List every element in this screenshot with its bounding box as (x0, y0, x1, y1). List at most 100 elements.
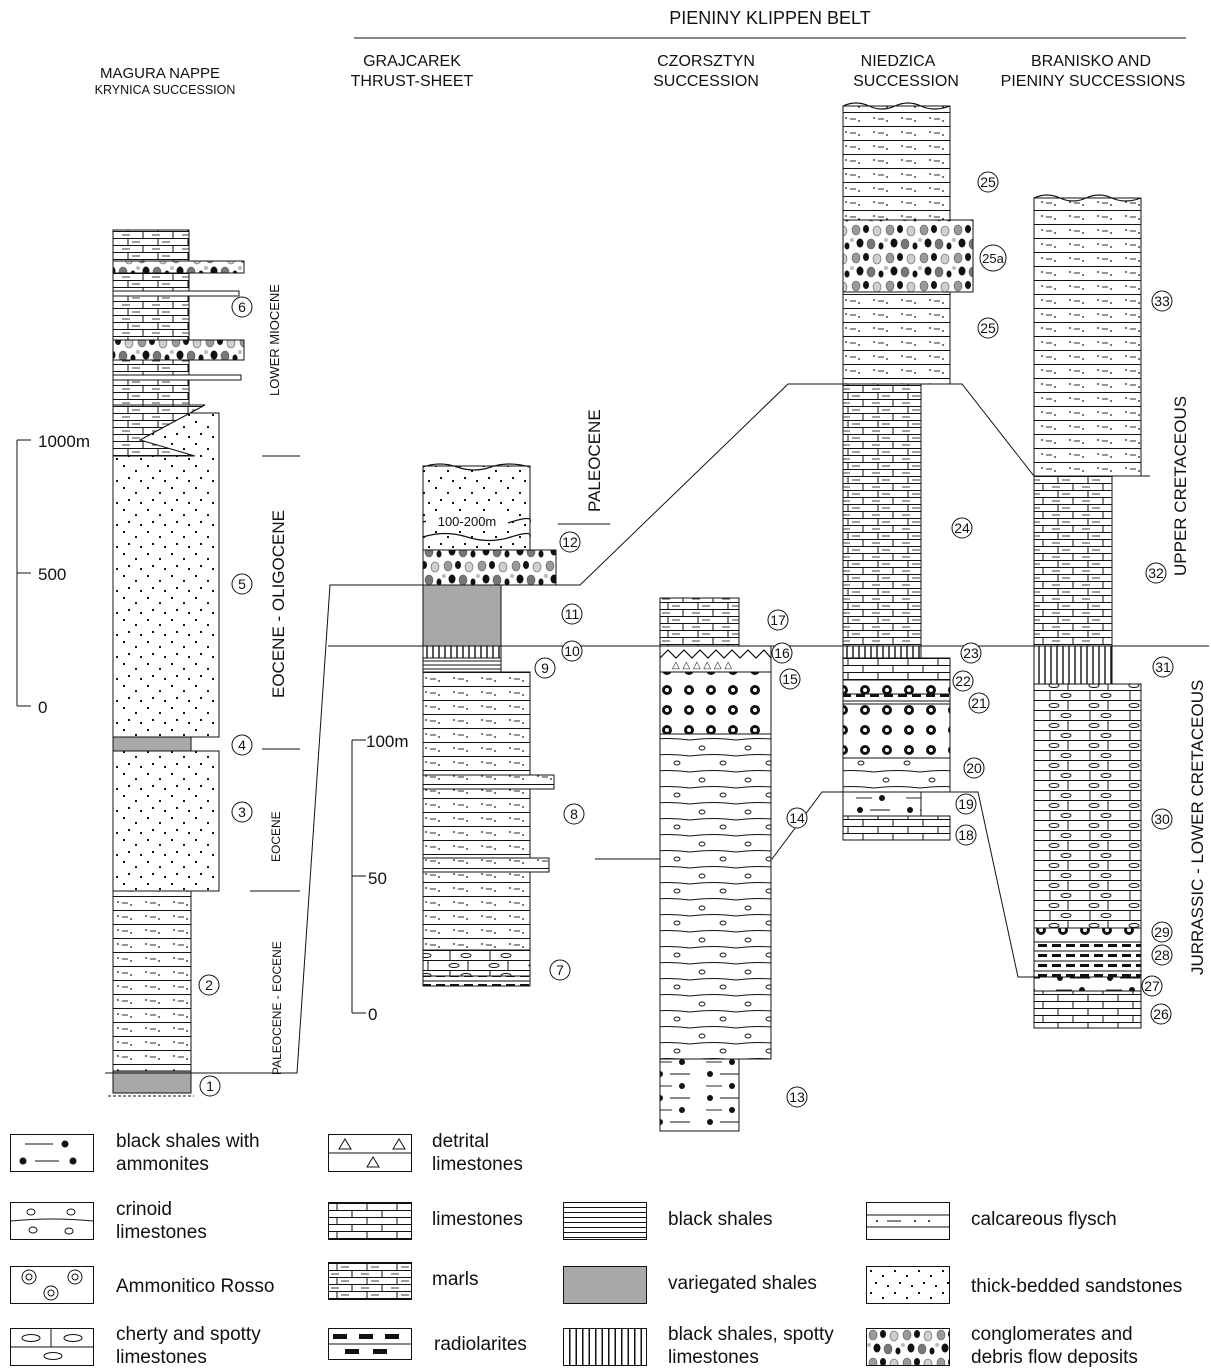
legend-label-detrital-limestones: detrital limestones (432, 1131, 523, 1175)
legend-symbol-marls (328, 1262, 412, 1300)
legend-symbol-calcareous-flysch (866, 1202, 950, 1240)
niedzica-title: NIEDZICA (861, 53, 936, 70)
scale-large-mid: 500 (38, 565, 66, 584)
unit-number: 1 (206, 1078, 214, 1094)
unit-number: 27 (1144, 978, 1160, 994)
unit-number: 15 (782, 671, 798, 687)
czorsztyn-column: △ △ △ △ △ △ (659, 597, 772, 1132)
unit-marker-12: 12 (559, 531, 581, 553)
magura-title: MAGURA NAPPE (100, 65, 220, 82)
scale-small-mid: 50 (368, 869, 387, 888)
magura-column (108, 229, 245, 1097)
unit-marker-8: 8 (563, 803, 585, 825)
unit-marker-26: 26 (1150, 1003, 1172, 1025)
unit-marker-3: 3 (231, 801, 253, 823)
unit-number: 5 (238, 576, 246, 592)
unit-number: 26 (1153, 1006, 1169, 1022)
unit-marker-25: 25 (977, 171, 999, 193)
legend-symbol-limestones (328, 1202, 412, 1240)
czorsztyn-title: CZORSZTYN (657, 53, 755, 70)
unit-marker-25: 25 (977, 317, 999, 339)
svg-text:△ △ △ △ △ △: △ △ △ △ △ △ (672, 660, 732, 671)
unit-number: 21 (971, 695, 987, 711)
unit-number: 2 (205, 977, 213, 993)
legend-label-black-shales-spotty-limestones: black shales, spotty limestones (668, 1324, 834, 1368)
unit-marker-6: 6 (231, 296, 253, 318)
age-eocene-oligocene: EOCENE - OLIGOCENE (269, 510, 288, 698)
unit-markers: 1234567891011121314151617181920212223242… (198, 171, 1174, 1108)
unit-marker-30: 30 (1151, 808, 1173, 830)
belt-title: PIENINY KLIPPEN BELT (669, 8, 870, 28)
age-eocene: EOCENE (269, 811, 283, 862)
branisko-title: BRANISKO AND (1031, 53, 1151, 70)
unit-number: 25 (980, 174, 996, 190)
age-lower-miocene: LOWER MIOCENE (267, 284, 282, 396)
age-upper-cretaceous: UPPER CRETACEOUS (1171, 396, 1190, 576)
unit-number: 9 (541, 660, 549, 676)
unit-marker-29: 29 (1151, 921, 1173, 943)
legend-symbol-ammonitico-rosso (10, 1266, 94, 1304)
unit-number: 25 (980, 320, 996, 336)
legend-label-ammonitico-rosso: Ammonitico Rosso (116, 1276, 275, 1297)
unit-marker-17: 17 (767, 609, 789, 631)
age-labels: LOWER MIOCENE EOCENE - OLIGOCENE EOCENE … (250, 284, 1207, 1075)
legend-label-marls: marls (432, 1269, 479, 1290)
unit-number: 16 (774, 645, 790, 661)
legend-symbol-thick-bedded-sandstones (866, 1266, 950, 1304)
unit-marker-4: 4 (231, 734, 253, 756)
grajcarek-column: 100-200m (422, 463, 557, 987)
unit-number: 14 (789, 810, 805, 826)
unit-number: 32 (1148, 565, 1164, 581)
legend-symbol-black-shales-ammonites (10, 1134, 94, 1172)
unit-marker-11: 11 (561, 603, 583, 625)
unit-marker-14: 14 (786, 807, 808, 829)
unit-number: 20 (966, 760, 982, 776)
legend-label-black-shales-ammonites: black shales with ammonites (116, 1131, 260, 1175)
unit-number: 33 (1154, 293, 1170, 309)
niedzica-column (842, 102, 974, 841)
legend-symbol-black-shales (563, 1202, 647, 1240)
unit-number: 11 (565, 606, 580, 622)
unit-marker-16: 16 (771, 642, 793, 664)
unit-number: 8 (570, 806, 578, 822)
unit-marker-21: 21 (968, 692, 990, 714)
unit-marker-9: 9 (534, 657, 556, 679)
age-jurassic-lower-cretaceous: JURRASSIC - LOWER CRETACEOUS (1188, 680, 1207, 975)
unit-marker-1: 1 (199, 1075, 221, 1097)
unit-marker-19: 19 (955, 793, 977, 815)
unit-number: 31 (1155, 659, 1171, 675)
unit-number: 28 (1154, 947, 1170, 963)
legend-label-radiolarites: radiolarites (434, 1334, 527, 1355)
scale-small-top: 100m (366, 732, 409, 751)
legend-symbol-conglomerates (866, 1328, 950, 1366)
magura-subtitle: KRYNICA SUCCESSION (95, 83, 236, 97)
scale-small-bottom: 0 (368, 1005, 377, 1024)
unit-number: 13 (789, 1089, 805, 1105)
unit-number: 30 (1154, 811, 1170, 827)
unit-number: 10 (564, 643, 580, 659)
grajcarek-subtitle: THRUST-SHEET (351, 73, 474, 90)
unit-marker-23: 23 (960, 642, 982, 664)
unit-marker-28: 28 (1151, 944, 1173, 966)
unit-marker-22: 22 (952, 670, 974, 692)
branisko-column (1033, 194, 1142, 1029)
unit-number: 7 (556, 962, 564, 978)
unit-number: 29 (1154, 924, 1170, 940)
unit-marker-10: 10 (561, 640, 583, 662)
legend-label-cherty-spotty-limestones: cherty and spotty limestones (116, 1324, 261, 1368)
thickness-note: 100-200m (438, 514, 497, 529)
unit-marker-24: 24 (951, 517, 973, 539)
legend-label-calcareous-flysch: calcareous flysch (971, 1209, 1117, 1230)
legend-label-thick-bedded-sandstones: thick-bedded sandstones (971, 1276, 1183, 1297)
unit-marker-27: 27 (1141, 975, 1163, 997)
unit-marker-32: 32 (1145, 562, 1167, 584)
unit-number: 23 (963, 645, 979, 661)
legend-symbol-detrital-limestones (328, 1134, 412, 1172)
niedzica-subtitle: SUCCESSION (853, 73, 959, 90)
legend-label-crinoid-limestones: crinoid limestones (116, 1199, 207, 1243)
czorsztyn-subtitle: SUCCESSION (653, 73, 759, 90)
legend-symbol-variegated-shales (563, 1266, 647, 1304)
unit-marker-15: 15 (779, 668, 801, 690)
unit-marker-31: 31 (1152, 656, 1174, 678)
